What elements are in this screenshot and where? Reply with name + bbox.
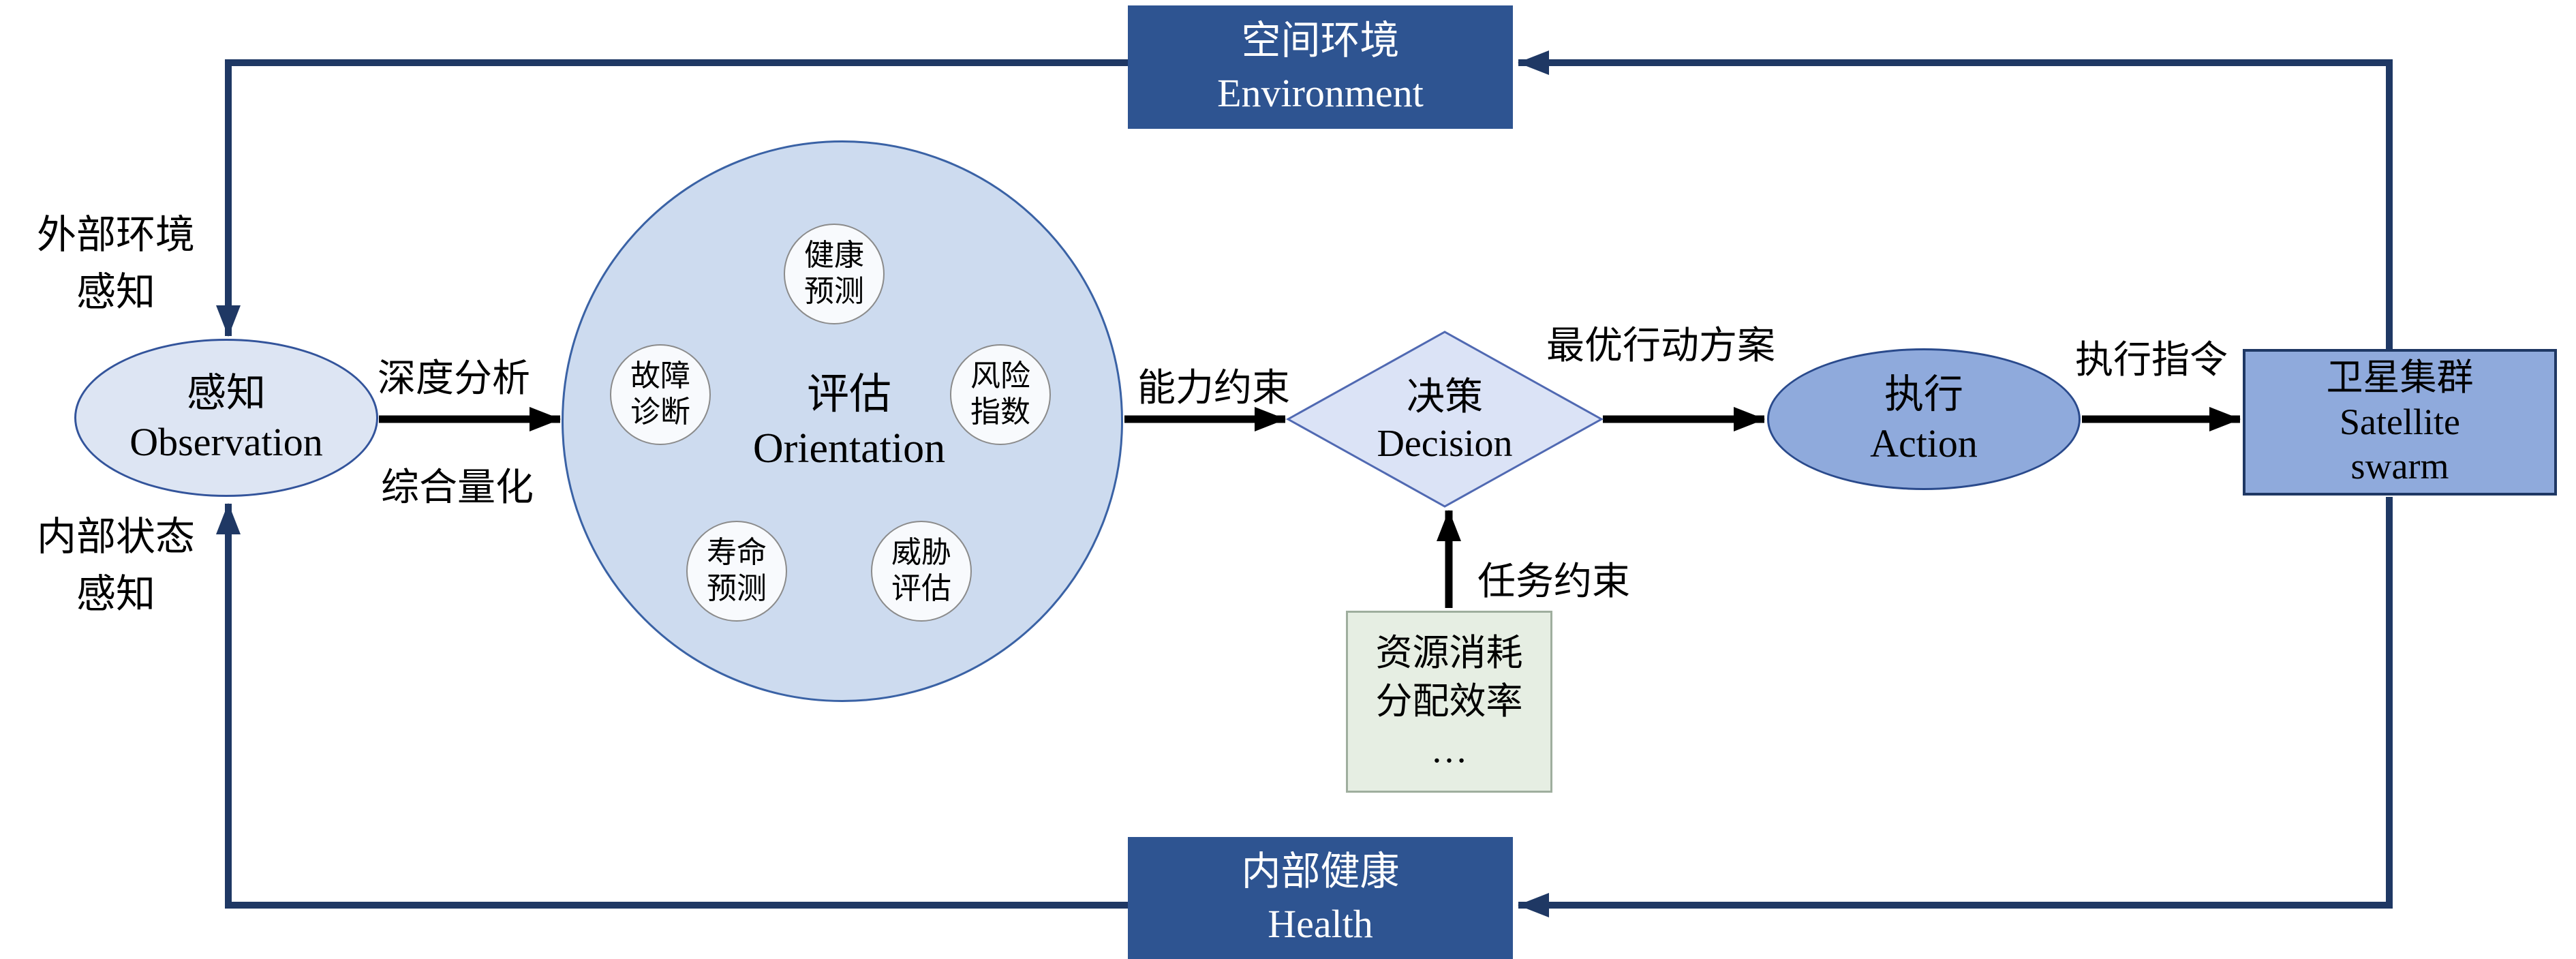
subcircle-health-prediction-line1: 健康 [804, 239, 864, 273]
subcircle-risk-index: 风险 指数 [950, 344, 1051, 445]
satellite-swarm-box: 卫星集群 Satellite swarm [2243, 349, 2557, 496]
internal-sense-label: 内部状态 感知 [7, 508, 225, 623]
resource-line1: 资源消耗 [1375, 632, 1523, 673]
quantify-label: 综合量化 [381, 467, 534, 509]
loop-health-to-observation [216, 503, 1128, 909]
orientation-label-cn: 评估 [806, 371, 891, 418]
subcircle-risk-index-line2: 指数 [970, 395, 1030, 429]
subcircle-fault-diagnosis-line1: 故障 [630, 359, 690, 393]
loop-satellite-to-health [1518, 497, 2393, 917]
external-sense-line2: 感知 [76, 270, 155, 315]
health-label-cn: 内部健康 [1241, 849, 1400, 894]
action-node: 执行 Action [1767, 348, 2081, 490]
orientation-label: 评估 Orientation [706, 368, 992, 476]
satellite-label-en2: swarm [2350, 445, 2449, 487]
subcircle-fault-diagnosis: 故障 诊断 [610, 344, 711, 445]
deep-analysis-label: 深度分析 [378, 358, 530, 400]
environment-label-en: Environment [1217, 70, 1424, 115]
optimal-plan-label: 最优行动方案 [1546, 325, 1775, 367]
subcircle-life-prediction: 寿命 预测 [686, 521, 787, 622]
decision-label-cn: 决策 [1407, 376, 1483, 418]
task-constraint-label: 任务约束 [1477, 561, 1630, 603]
subcircle-health-prediction: 健康 预测 [784, 224, 885, 324]
resource-line2: 分配效率 [1375, 680, 1523, 722]
subcircle-life-prediction-line2: 预测 [707, 572, 767, 605]
health-box: 内部健康 Health [1128, 837, 1513, 959]
external-sense-line1: 外部环境 [36, 213, 195, 257]
resource-box: 资源消耗 分配效率 … [1346, 611, 1552, 793]
environment-box: 空间环境 Environment [1128, 5, 1513, 129]
subcircle-threat-assessment-line2: 评估 [891, 572, 951, 605]
subcircle-health-prediction-line2: 预测 [804, 275, 864, 308]
subcircle-risk-index-line1: 风险 [970, 359, 1030, 393]
action-label-cn: 执行 [1884, 371, 1963, 416]
observation-node: 感知 Observation [74, 339, 378, 497]
subcircle-life-prediction-line1: 寿命 [707, 536, 767, 570]
exec-command-label: 执行指令 [2075, 339, 2228, 382]
environment-label-cn: 空间环境 [1241, 18, 1400, 63]
action-label-en: Action [1870, 421, 1978, 466]
observation-label-cn: 感知 [186, 370, 266, 415]
satellite-label-cn: 卫星集群 [2326, 357, 2474, 399]
orientation-label-en: Orientation [752, 425, 946, 472]
subcircle-fault-diagnosis-line2: 诊断 [630, 395, 690, 429]
internal-sense-line1: 内部状态 [36, 515, 195, 559]
decision-diamond [1285, 331, 1604, 508]
loop-environment-to-observation [216, 59, 1128, 337]
satellite-label-en1: Satellite [2340, 401, 2460, 443]
capability-constraint-label: 能力约束 [1137, 367, 1290, 410]
health-label-en: Health [1268, 901, 1373, 946]
internal-sense-line2: 感知 [76, 572, 155, 617]
subcircle-threat-assessment-line1: 威胁 [891, 536, 951, 570]
decision-label: 决策 Decision [1329, 374, 1561, 468]
external-sense-label: 外部环境 感知 [7, 207, 225, 321]
observation-label-en: Observation [129, 420, 323, 464]
loop-satellite-to-environment [1518, 50, 2393, 349]
decision-label-en: Decision [1377, 423, 1513, 466]
subcircle-threat-assessment: 威胁 评估 [871, 521, 972, 622]
resource-line3: … [1430, 729, 1468, 771]
